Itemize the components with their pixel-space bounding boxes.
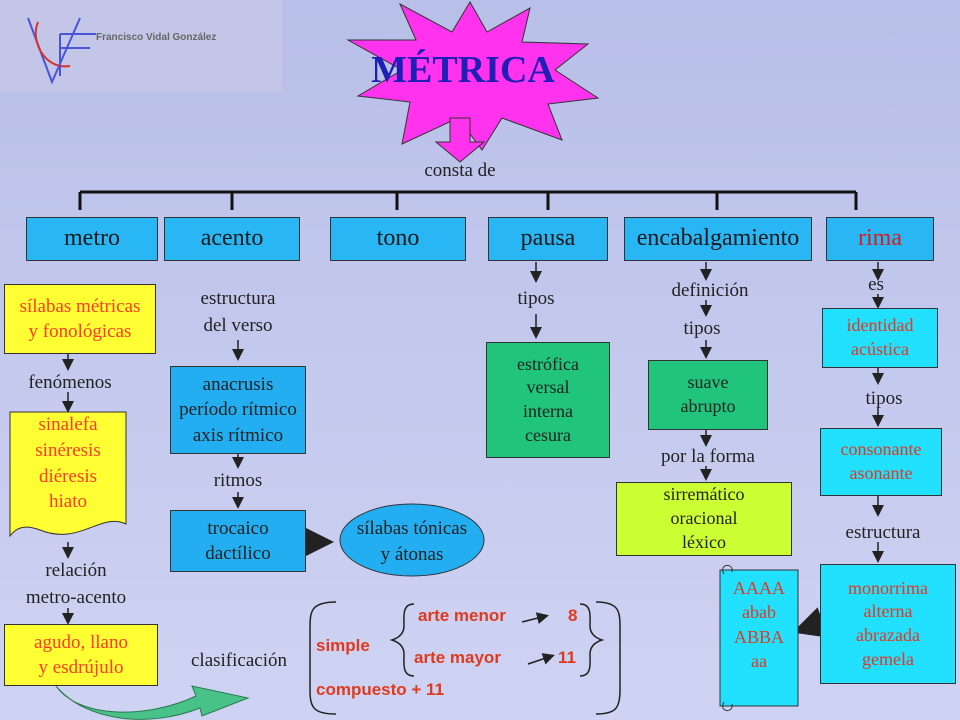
sinalefa-text: sinalefa sinéresis diéresis hiato (35, 414, 101, 513)
estructura-verso-label: estructura del verso (200, 288, 276, 336)
logo-author: Francisco Vidal González (96, 32, 217, 43)
connector-label: consta de (424, 160, 496, 181)
category-acento: acento (164, 217, 300, 261)
rima-es-label: es (868, 274, 884, 295)
simple-label: simple (316, 636, 370, 655)
curved-arrow (55, 685, 250, 720)
sinalefa-doc-shape (9, 411, 127, 538)
arte-mayor-label: arte mayor (414, 648, 501, 667)
category-encabalgamiento: encabalgamiento (624, 217, 812, 261)
ellipse-shape (339, 503, 485, 577)
category-metro: metro (26, 217, 158, 261)
rima-tipos-label: tipos (865, 388, 903, 409)
arte-mayor-value: 11 (558, 648, 576, 667)
arte-menor-value: 8 (568, 606, 578, 625)
agudo-box: agudo, llano y esdrújulo (4, 624, 158, 686)
arte-menor-label: arte menor (418, 606, 506, 625)
logo: Francisco Vidal González (0, 0, 282, 92)
silabas-box: sílabas métricas y fonológicas (4, 284, 156, 354)
pausa-tipos-label: tipos (517, 288, 555, 309)
category-rima: rima (826, 217, 934, 261)
por-la-forma-label: por la forma (661, 446, 755, 467)
suave-box: suave abrupto (648, 360, 768, 430)
monorrima-box: monorrima alterna abrazada gemela (820, 564, 956, 684)
scroll-shape (719, 569, 799, 707)
identidad-box: identidad acústica (822, 308, 938, 368)
title-down-arrow (434, 117, 486, 163)
logo-icon (27, 17, 96, 85)
pausa-tipos-box: estrófica versal interna cesura (486, 342, 610, 458)
ritmos-label: ritmos (213, 470, 263, 491)
ellipse-text: sílabas tónicas y átonas (356, 518, 468, 565)
encab-tipos-label: tipos (683, 318, 721, 339)
consonante-box: consonante asonante (820, 428, 942, 496)
anacrusis-box: anacrusis período rítmico axis rítmico (170, 366, 306, 454)
title: MÉTRICA (371, 49, 555, 91)
definicion-label: definición (671, 280, 749, 301)
compuesto-label: compuesto + 11 (316, 680, 445, 699)
estructura-label: estructura (845, 522, 921, 543)
relacion-label: relación metro-acento (25, 560, 127, 608)
sirrematico-box: sirremático oracional léxico (616, 482, 792, 556)
scroll-text: AAAA abab ABBA aa (733, 578, 785, 671)
category-pausa: pausa (488, 217, 608, 261)
trocaico-box: trocaico dactílico (170, 510, 306, 572)
fenomenos-label: fenómenos (28, 372, 112, 393)
clasificacion-label: clasificación (190, 650, 287, 671)
category-tono: tono (330, 217, 466, 261)
title-starburst (346, 1, 600, 151)
